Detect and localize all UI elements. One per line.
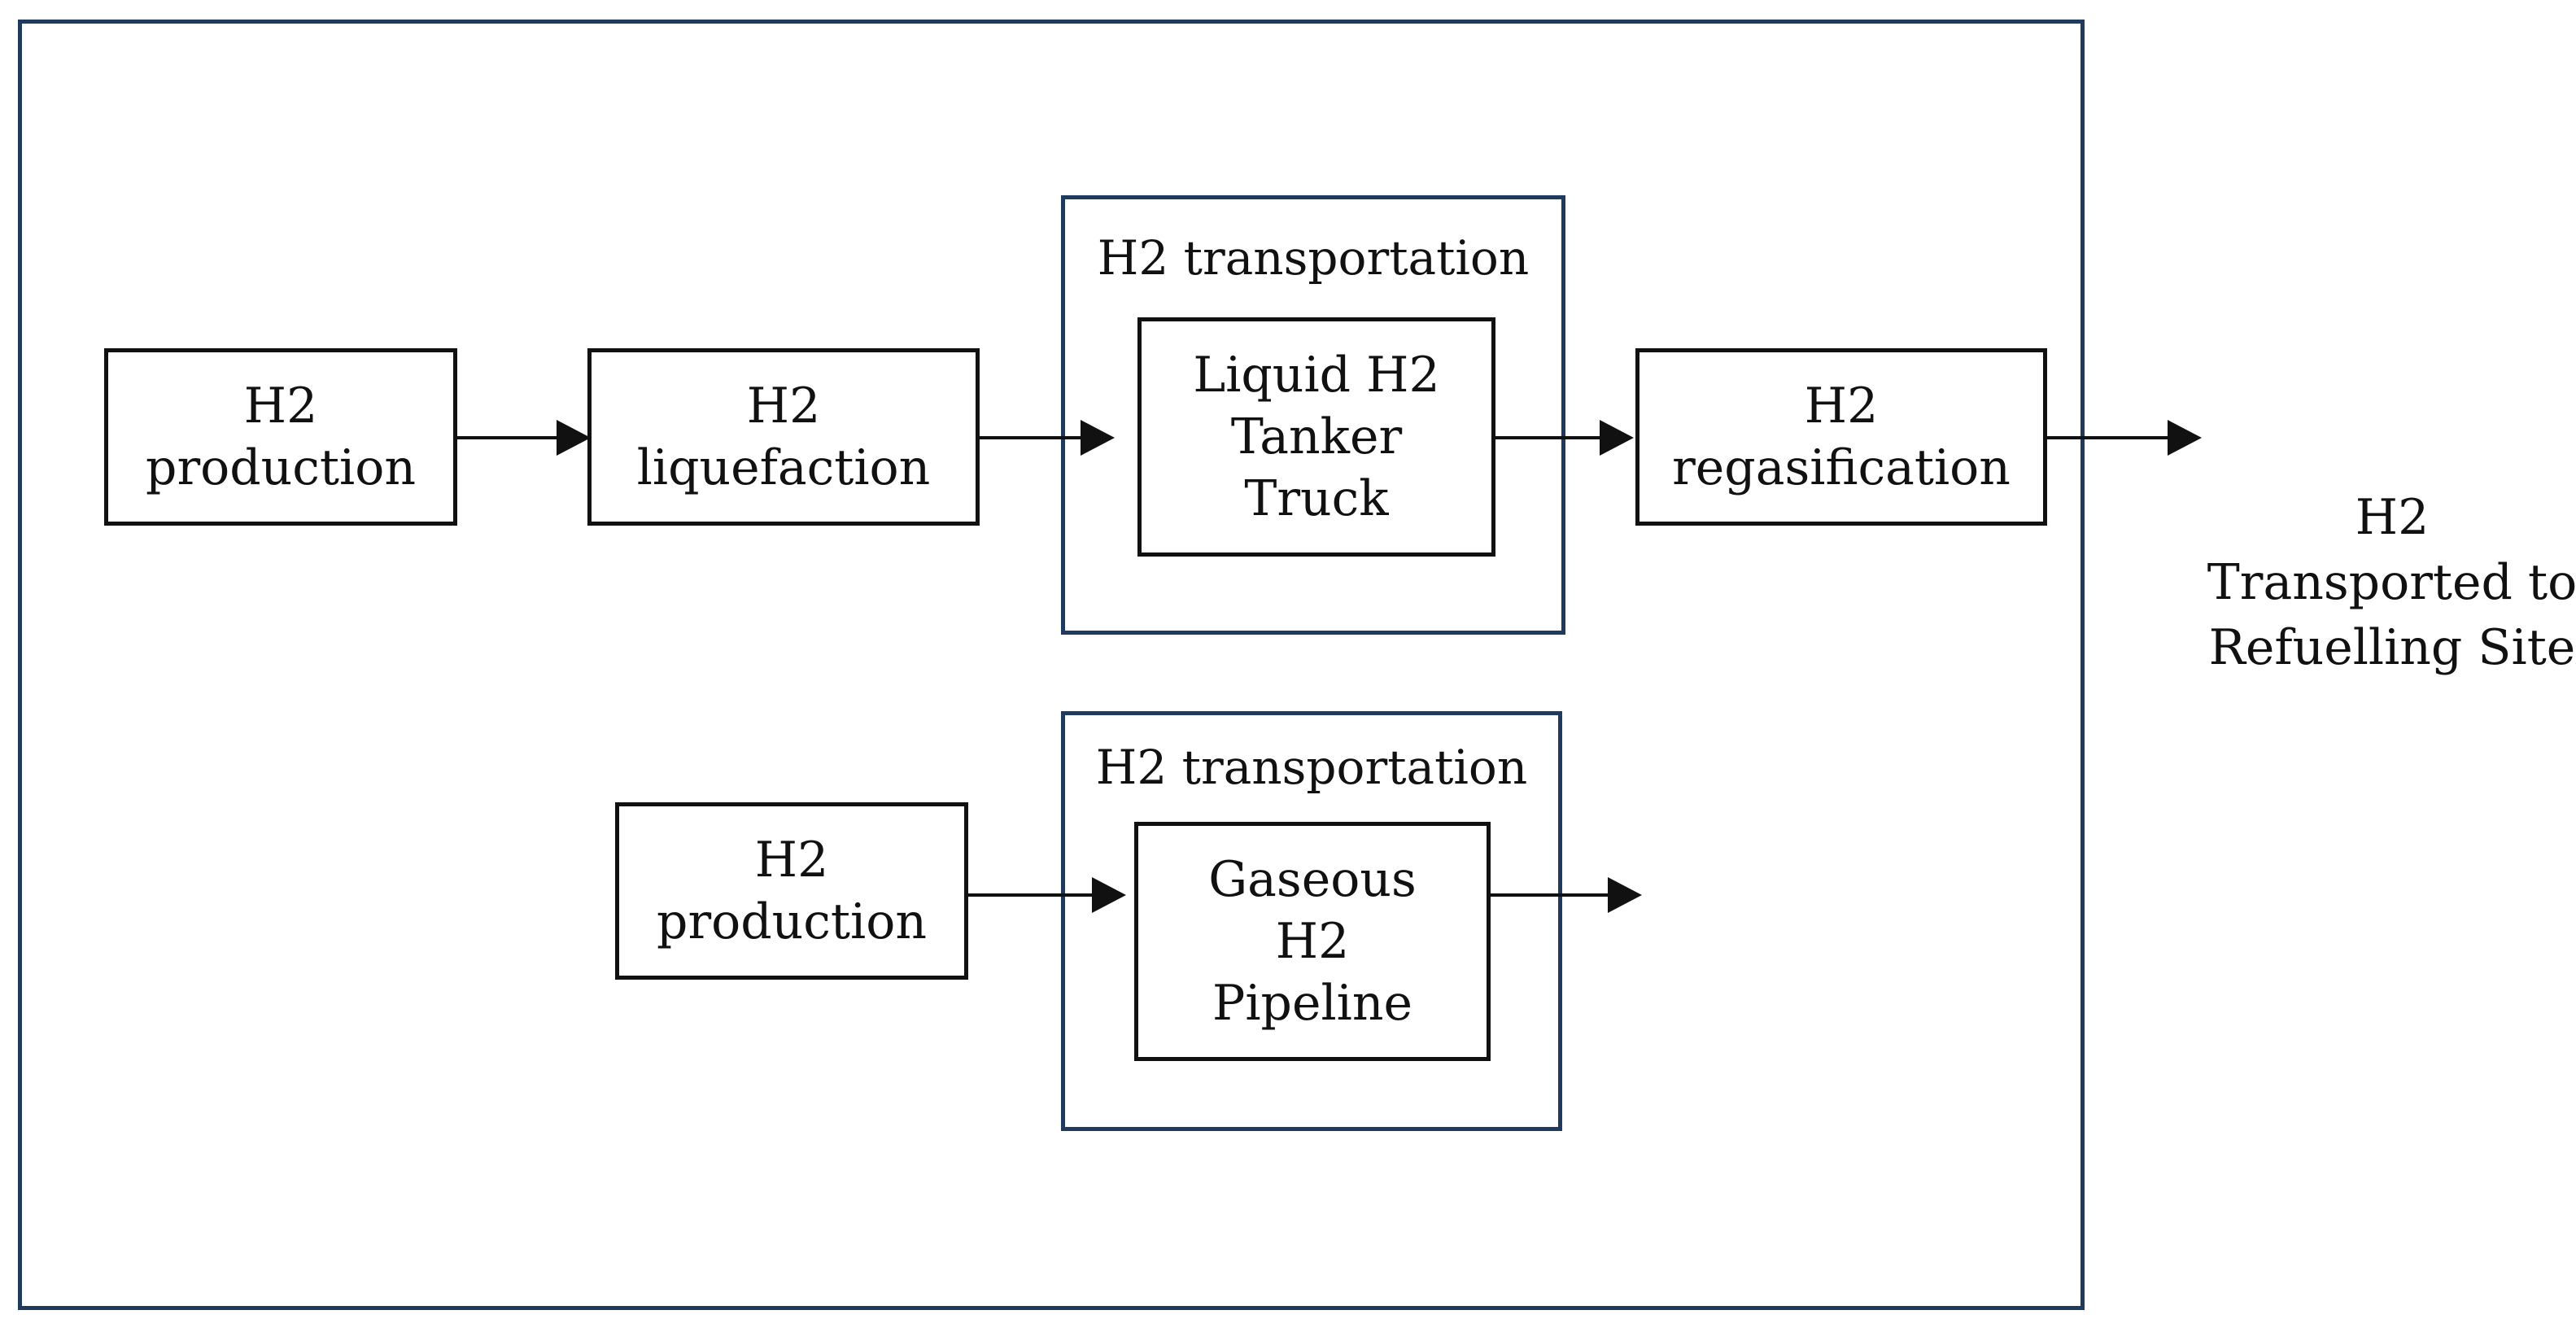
arrow-regasification-to-output (2047, 420, 2202, 456)
h2-liquefaction-box: H2 liquefaction (587, 348, 980, 526)
gaseous-h2-production-label: H2 production (657, 832, 927, 950)
gaseous-transportation-group (1061, 711, 1562, 1131)
gaseous-h2-pipeline-label: Gaseous H2 Pipeline (1208, 851, 1417, 1032)
gaseous-h2-pipeline-box: Gaseous H2 Pipeline (1134, 822, 1491, 1061)
liquid-h2-production-label: H2 production (146, 378, 416, 496)
liquid-transportation-group (1061, 195, 1565, 635)
h2-regasification-box: H2 regasification (1635, 348, 2047, 526)
liquid-h2-production-box: H2 production (104, 348, 457, 526)
arrow-liquefaction-to-transportation (980, 420, 1115, 456)
gaseous-transportation-group-title: H2 transportation (1095, 740, 1528, 795)
arrow-gaseous-production-to-pipeline (968, 877, 1126, 913)
output-label: H2 Transported to Refuelling Site (2207, 489, 2576, 676)
arrow-production-to-liquefaction (457, 420, 591, 456)
system-boundary-frame (18, 20, 2085, 1310)
arrow-tanker-truck-to-regasification (1495, 420, 1634, 456)
gaseous-h2-production-box: H2 production (615, 802, 968, 980)
h2-regasification-label: H2 regasification (1672, 378, 2011, 496)
liquid-h2-tanker-truck-box: Liquid H2 Tanker Truck (1137, 317, 1495, 557)
h2-liquefaction-label: H2 liquefaction (636, 378, 931, 496)
arrow-pipeline-out (1491, 877, 1642, 913)
liquid-h2-tanker-truck-label: Liquid H2 Tanker Truck (1193, 347, 1440, 527)
liquid-transportation-group-title: H2 transportation (1097, 230, 1530, 286)
